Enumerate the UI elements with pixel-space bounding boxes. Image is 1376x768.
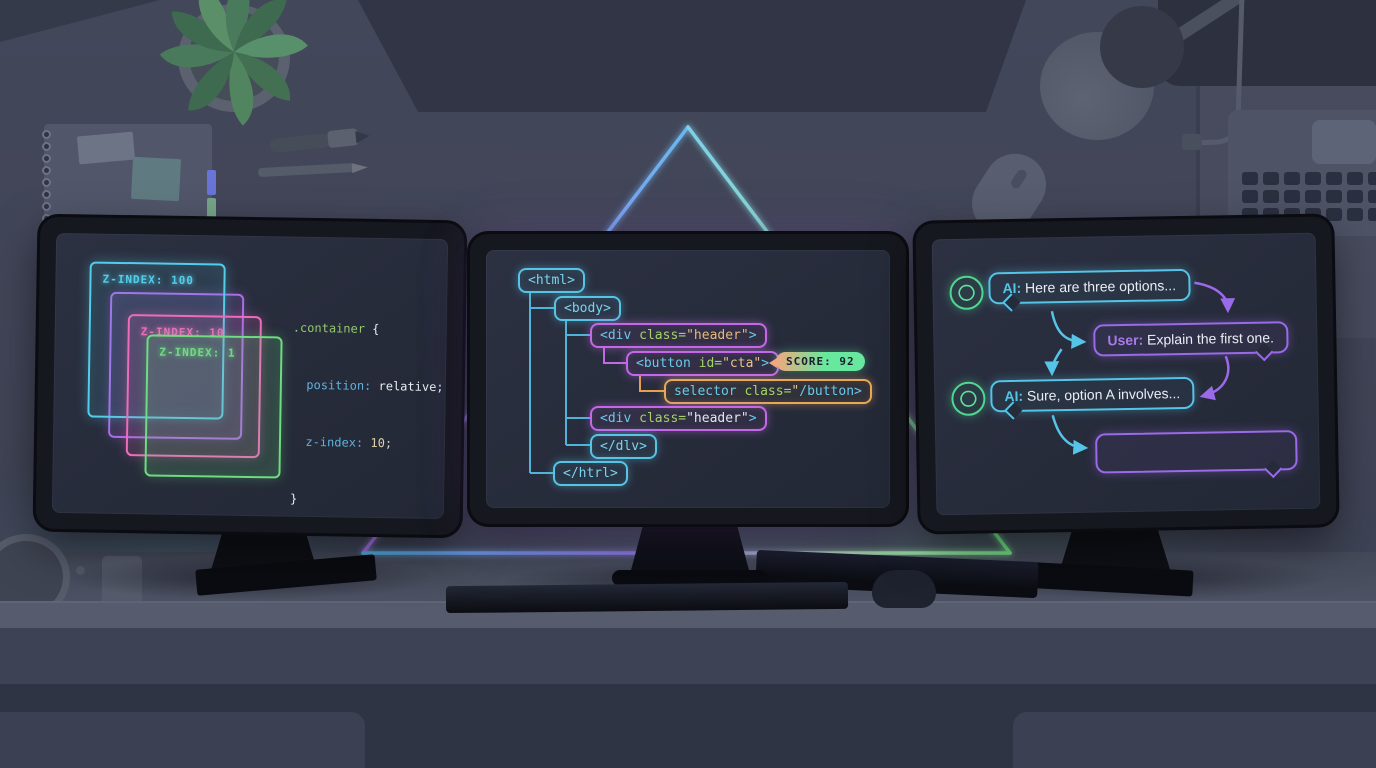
keyboard-wide-key — [1312, 120, 1376, 164]
layer-box-z1: Z-INDEX: 1 — [144, 334, 283, 479]
code-line: } — [289, 491, 298, 506]
speaker-label: User: — [1107, 331, 1144, 349]
bookmark-tab-blue — [207, 170, 216, 195]
screen-layer-stack: Z-INDEX: 100 Z-INDEX: 10 Z-INDEX: 1 .con… — [51, 232, 449, 520]
chat-bubble-ai-2: AI: Sure, option A involves... — [990, 376, 1195, 413]
monitor-base-middle — [612, 570, 768, 586]
chat-bubble-user: User: Explain the first one. — [1093, 321, 1289, 357]
openai-logo-icon — [949, 275, 984, 311]
css-code-block: .container { position: relative; z-index… — [288, 281, 445, 519]
layer-label: Z-INDEX: 100 — [102, 272, 195, 288]
keyboard-center-desk — [445, 581, 849, 614]
message-text: Here are three options... — [1021, 277, 1177, 296]
dom-node-selector: selector class="/button> — [664, 379, 872, 404]
monitor-middle: <html> <body> <div class="header"> <butt… — [470, 234, 906, 524]
tree-connectors — [529, 292, 664, 474]
mouse-desk — [872, 570, 936, 608]
screen-chat-flow: AI: Here are three options... User: Expl… — [931, 232, 1321, 516]
layer-label: Z-INDEX: 1 — [159, 345, 236, 360]
desk-front — [0, 628, 1376, 684]
speaker-label: AI: — [1002, 279, 1022, 297]
monitor-left: Z-INDEX: 100 Z-INDEX: 10 Z-INDEX: 1 .con… — [35, 216, 465, 536]
bookmark-tab-green — [207, 198, 216, 221]
keyboard-keys — [1242, 172, 1376, 221]
chat-flow-arrows — [1044, 281, 1236, 455]
speaker-label: AI: — [1004, 387, 1024, 405]
notebook-spiral — [42, 130, 54, 234]
dom-node-div-close: </dlv> — [590, 434, 657, 459]
mug-handle-dot — [76, 566, 85, 575]
message-text: Sure, option A involves... — [1022, 385, 1181, 404]
monitor-stand-middle — [630, 520, 750, 574]
openai-logo-icon — [951, 381, 986, 417]
code-line: position: relative; — [291, 377, 444, 395]
monitor-right: AI: Here are three options... User: Expl… — [915, 216, 1337, 532]
screen-dom-tree: <html> <body> <div class="header"> <butt… — [486, 250, 890, 508]
phone-stand — [102, 556, 142, 604]
wall-recess — [358, 0, 1026, 112]
score-badge: SCORE: 92 — [769, 352, 865, 371]
message-text: Explain the first one. — [1143, 329, 1275, 348]
code-line: z-index: 10; — [290, 434, 393, 451]
dom-node-html-close: </htrl> — [553, 461, 628, 486]
dom-node-body: <body> — [554, 296, 621, 321]
drawer-panel-right — [1013, 712, 1376, 768]
dom-node-div-header-1: <div class="header"> — [590, 323, 767, 348]
lamp-cap — [1100, 6, 1184, 88]
drawer-panel-left — [0, 712, 365, 768]
chat-bubble-ai-1: AI: Here are three options... — [988, 268, 1191, 305]
dom-node-html: <html> — [518, 268, 585, 293]
wall-corner-top-right — [1158, 0, 1376, 86]
code-line: .container { — [292, 320, 380, 337]
chat-bubble-empty — [1095, 430, 1298, 474]
dom-node-button-cta: <button id="cta"> — [626, 351, 780, 376]
dom-node-div-header-2: <div class="header"> — [590, 406, 767, 431]
potted-plant — [159, 0, 308, 126]
